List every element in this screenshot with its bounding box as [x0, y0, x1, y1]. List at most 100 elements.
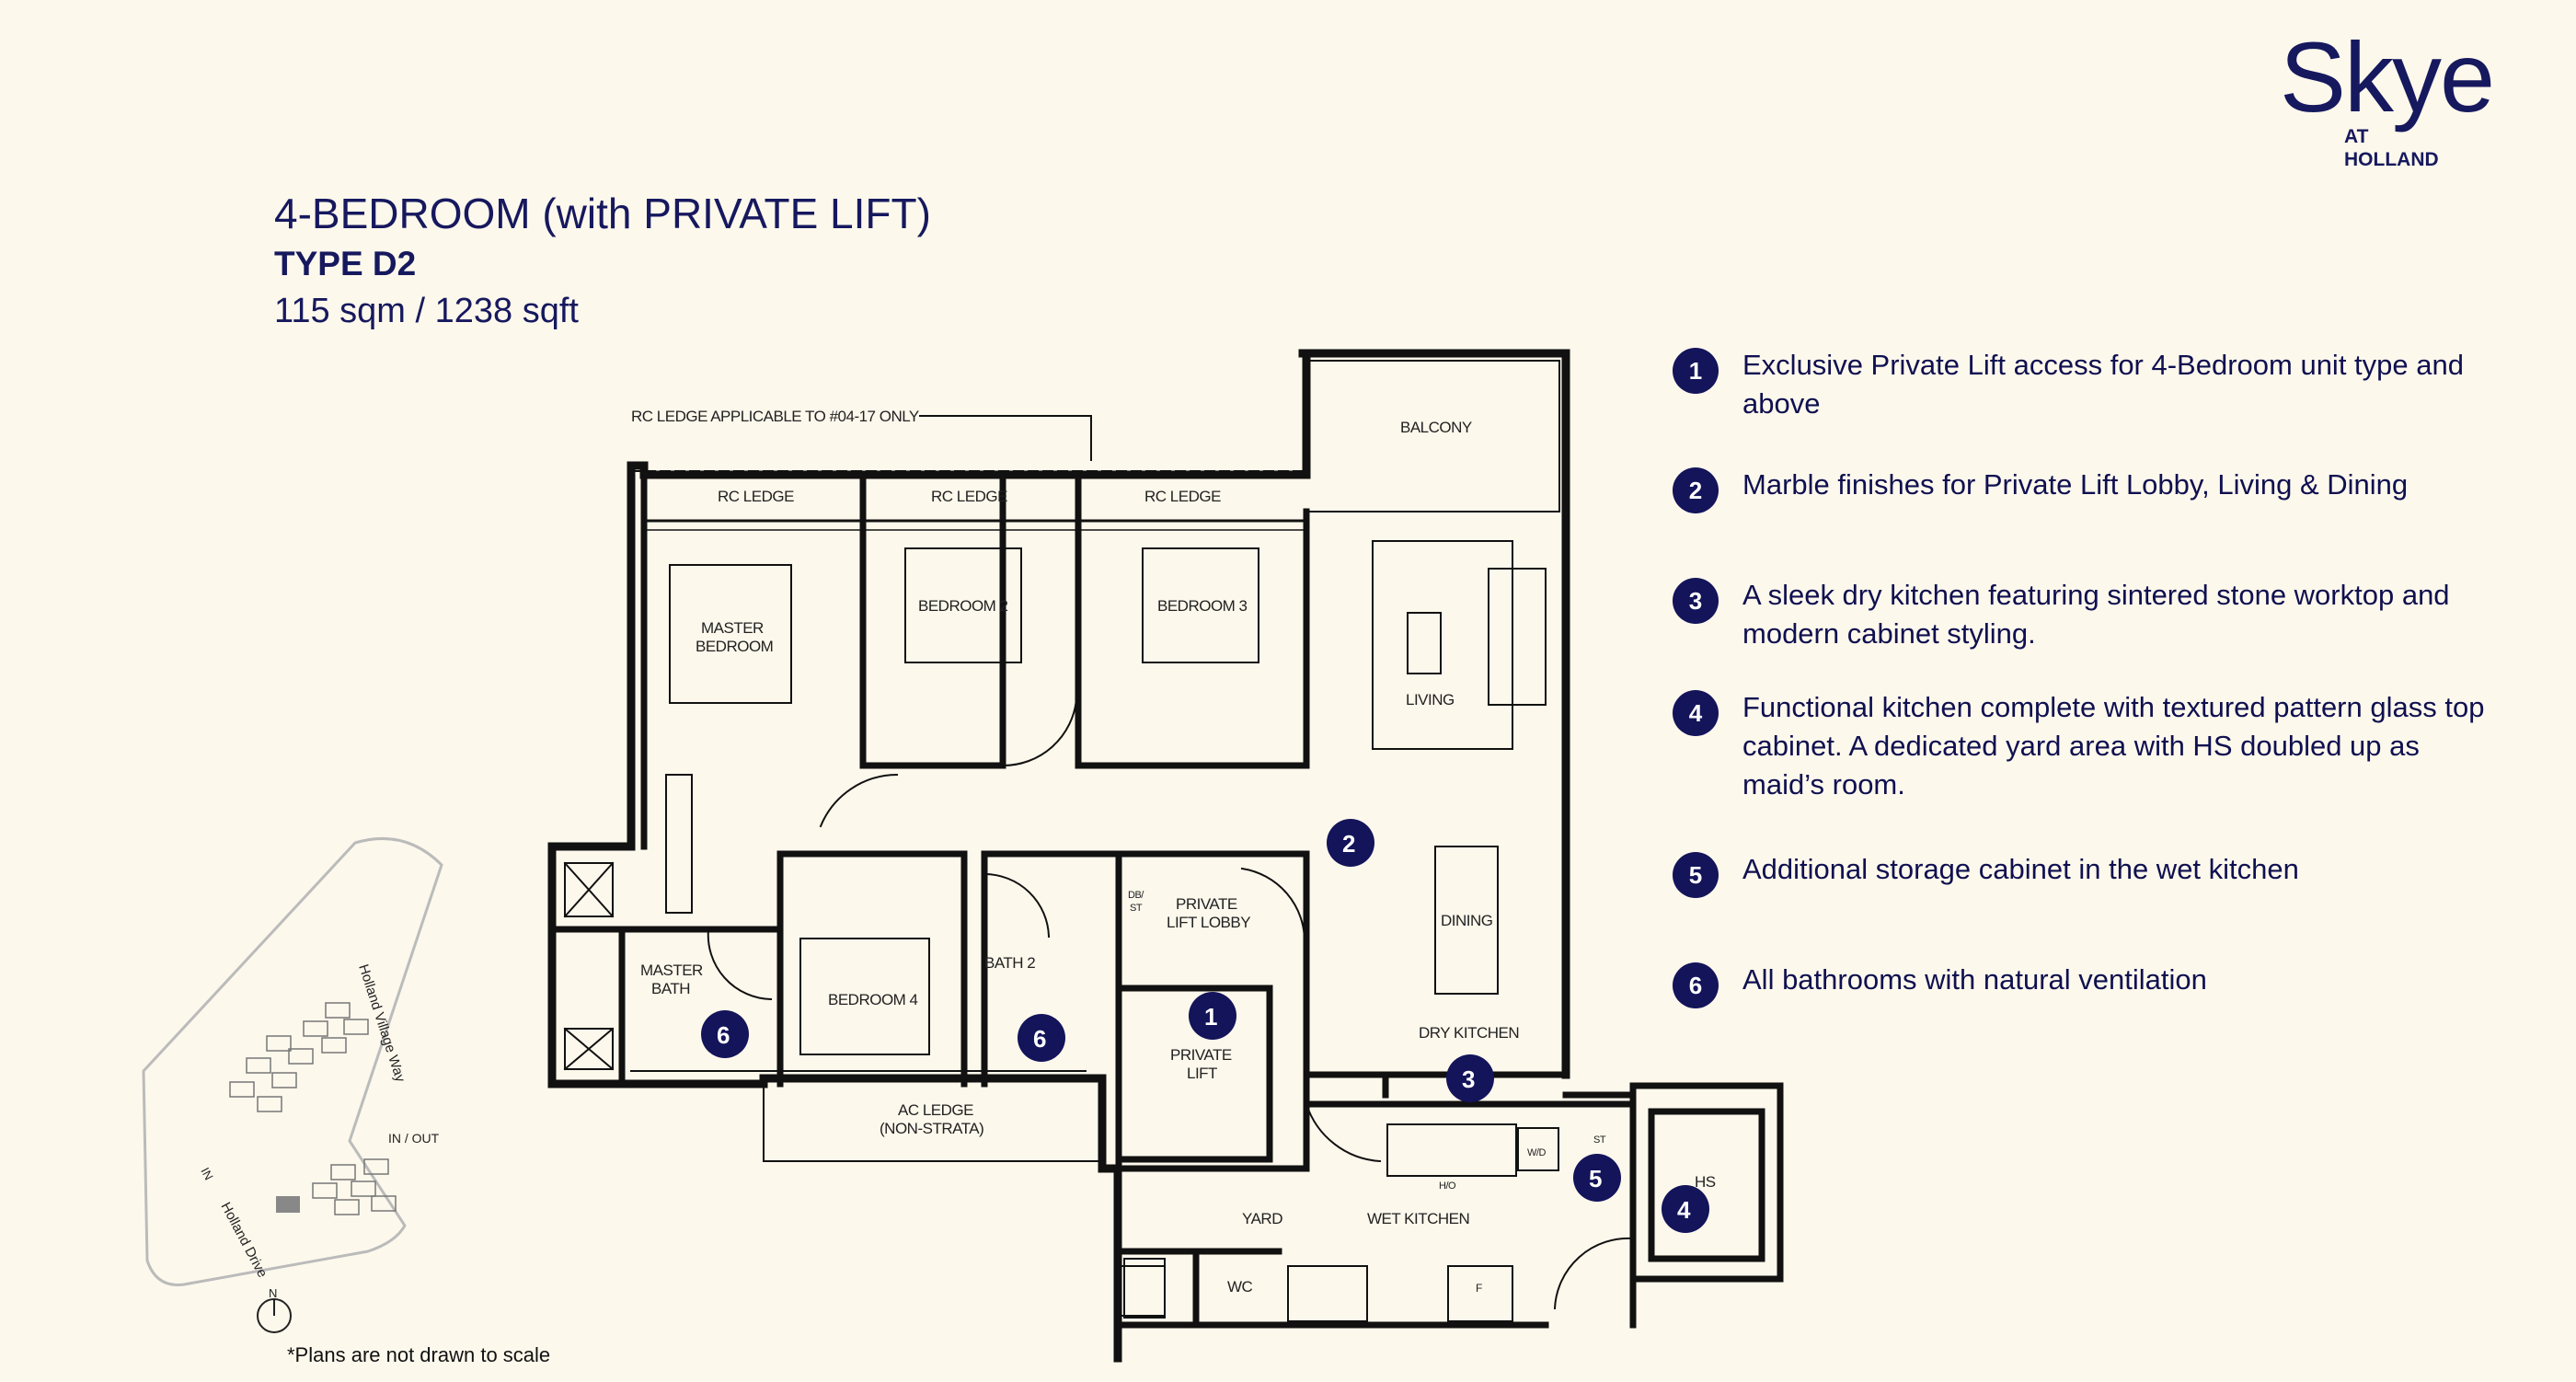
feature-3-num: 3: [1673, 578, 1719, 624]
svg-text:5: 5: [1589, 1165, 1602, 1192]
kitchen-counter: [1386, 1123, 1517, 1177]
label-yard: YARD: [1242, 1210, 1282, 1227]
label-st: ST: [1130, 903, 1143, 914]
label-hob: H/O: [1439, 1180, 1456, 1192]
master-bath-wall: [548, 926, 784, 1088]
bed3: [1142, 547, 1259, 663]
door-mb: [707, 927, 773, 1001]
outer-wall: [547, 461, 1122, 1363]
svg-text:2: 2: [1342, 830, 1355, 858]
balcony-inner: [1305, 360, 1560, 512]
label-bedroom3: BEDROOM 3: [1157, 597, 1248, 615]
badge-1: 1: [1189, 992, 1236, 1040]
badge-5: 5: [1573, 1154, 1621, 1202]
brand-sub-holland: HOLLAND: [2344, 149, 2439, 170]
door-bed2: [1001, 697, 1078, 767]
label-bedroom4: BEDROOM 4: [828, 991, 918, 1008]
living-sofa-area: [1372, 540, 1513, 750]
shaft-x3: [1120, 1265, 1166, 1317]
label-master-bedroom-2: BEDROOM: [696, 638, 773, 655]
fridge: [1447, 1265, 1513, 1322]
disclaimer: *Plans are not drawn to scale: [287, 1343, 551, 1366]
feature-3-text: A sleek dry kitchen featuring sintered s…: [1742, 579, 2450, 650]
door-kitchen: [1305, 1102, 1382, 1163]
label-master-bath-1: MASTER: [640, 962, 703, 979]
label-wd: W/D: [1527, 1147, 1546, 1158]
label-ac-ledge-2: (NON-STRATA): [880, 1120, 983, 1137]
svg-text:6: 6: [1033, 1025, 1046, 1053]
room-partitions: [859, 471, 1082, 769]
feature-1-text: Exclusive Private Lift access for 4-Bedr…: [1742, 349, 2464, 420]
site-in: IN: [198, 1165, 215, 1182]
shaft-x2: [563, 1027, 615, 1071]
label-lift-lobby-1: PRIVATE: [1176, 895, 1237, 913]
site-road-2: Holland Drive: [217, 1200, 270, 1280]
tv-console: [1488, 568, 1547, 706]
outer-wall-top: [627, 349, 1570, 1079]
badge-6b: 6: [1018, 1014, 1065, 1062]
feature-1-num: 1: [1673, 348, 1719, 394]
rc-ledge-2: RC LEDGE: [931, 488, 1007, 505]
label-living: LIVING: [1406, 691, 1455, 708]
wet-sink: [1287, 1265, 1368, 1322]
ac-ledge: [763, 1083, 1103, 1162]
plan-note: RC LEDGE APPLICABLE TO #04-17 ONLY: [631, 408, 919, 425]
site-boundary: [142, 836, 443, 1286]
hs-link: [1562, 1091, 1637, 1329]
label-wet-kitchen: WET KITCHEN: [1367, 1210, 1469, 1227]
unit-title: 4-BEDROOM (with PRIVATE LIFT): [274, 190, 931, 237]
unit-type: TYPE D2: [274, 245, 417, 282]
svg-text:3: 3: [1462, 1065, 1475, 1093]
badge-6a: 6: [701, 1010, 749, 1058]
door-bath2: [983, 872, 1051, 939]
feature-6-num: 6: [1673, 962, 1719, 1008]
brand-logo: Skye AT HOLLAND: [2280, 28, 2519, 175]
wardrobe-master: [665, 774, 693, 914]
label-st-kitchen: ST: [1593, 1134, 1606, 1146]
feature-4-num: 4: [1673, 690, 1719, 736]
unit-area: 115 sqm / 1238 sqft: [274, 292, 579, 330]
feature-2-num: 2: [1673, 467, 1719, 513]
dining-table: [1434, 846, 1499, 995]
label-wc: WC: [1227, 1278, 1253, 1296]
badge-3: 3: [1446, 1054, 1494, 1102]
bed4: [799, 938, 930, 1055]
site-in-out: IN / OUT: [388, 1131, 440, 1146]
label-hs: HS: [1695, 1173, 1716, 1191]
brand-sub-at: AT: [2344, 126, 2369, 147]
label-lift-lobby-2: LIFT LOBBY: [1167, 914, 1250, 931]
svg-text:4: 4: [1677, 1196, 1691, 1224]
feature-2-text: Marble finishes for Private Lift Lobby, …: [1742, 468, 2409, 501]
label-private-lift-1: PRIVATE: [1170, 1046, 1232, 1064]
rc-ledge-3: RC LEDGE: [1144, 488, 1221, 505]
label-db: DB/: [1128, 890, 1144, 901]
label-private-lift-2: LIFT: [1187, 1065, 1217, 1082]
rc-ledge-1: RC LEDGE: [718, 488, 794, 505]
site-highlight: [276, 1196, 300, 1213]
label-master-bath-2: BATH: [651, 980, 690, 997]
label-balcony: BALCONY: [1400, 419, 1472, 436]
master-bed: [669, 564, 792, 704]
door-yard: [1553, 1237, 1635, 1310]
bed2: [904, 547, 1022, 663]
label-dry-kitchen: DRY KITCHEN: [1419, 1024, 1519, 1042]
badge-4: 4: [1662, 1185, 1709, 1233]
shaft-x1: [563, 861, 615, 918]
label-master-bedroom-1: MASTER: [701, 619, 764, 637]
label-ac-ledge-1: AC LEDGE: [898, 1101, 973, 1119]
yard-wall: [1114, 1248, 1282, 1329]
brand-subtitle: AT HOLLAND: [2344, 125, 2439, 171]
feature-6-text: All bathrooms with natural ventilation: [1742, 963, 2207, 996]
label-dining: DINING: [1441, 912, 1493, 929]
door-lobby: [1240, 867, 1306, 944]
washer: [1517, 1127, 1559, 1171]
label-bedroom2: BEDROOM 2: [918, 597, 1008, 615]
feature-5-text: Additional storage cabinet in the wet ki…: [1742, 853, 2299, 885]
label-fridge: F: [1476, 1282, 1482, 1295]
compass-north: N: [269, 1286, 277, 1300]
site-road-1: Holland Village Way: [355, 962, 408, 1085]
note-leader: [919, 415, 1092, 461]
site-blocks: [229, 1002, 397, 1215]
site-plan: Holland Village Way Holland Drive IN / O…: [142, 836, 443, 1333]
